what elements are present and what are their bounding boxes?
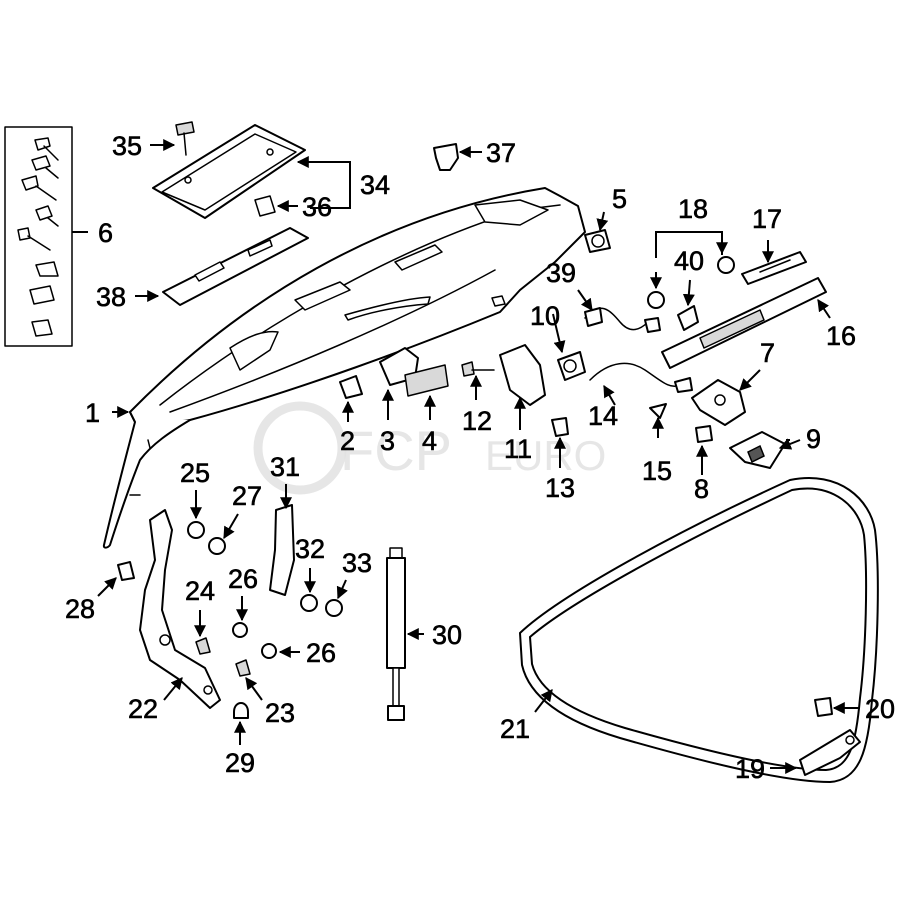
bumper-18[interactable] (647, 256, 735, 309)
nut-8[interactable] (695, 425, 713, 443)
striker-9[interactable] (729, 431, 786, 469)
callout-39: 39 (546, 258, 576, 288)
leader-lines (72, 139, 860, 774)
screw-35[interactable] (175, 121, 195, 156)
callout-13: 13 (545, 473, 575, 503)
callout-16: 16 (826, 321, 856, 351)
fastener-kit[interactable] (4, 126, 73, 347)
callout-22: 22 (128, 694, 158, 724)
gas-strut-30[interactable] (386, 547, 406, 721)
callout-37: 37 (486, 138, 516, 168)
callout-10: 10 (530, 301, 560, 331)
bracket-11[interactable] (499, 344, 546, 406)
watermark-brand: FCP (340, 419, 452, 482)
weatherstrip-21[interactable] (518, 477, 879, 784)
callout-17: 17 (752, 204, 782, 234)
callout-36: 36 (302, 192, 332, 222)
callout-38: 38 (96, 282, 126, 312)
nut-33[interactable] (325, 599, 343, 617)
callout-30: 30 (432, 620, 462, 650)
cap-29[interactable] (233, 702, 249, 719)
trunk-lid[interactable] (102, 187, 586, 549)
callout-40: 40 (674, 246, 704, 276)
callout-11: 11 (504, 434, 532, 464)
callout-28: 28 (65, 594, 95, 624)
callout-7: 7 (760, 338, 775, 368)
bushing-26b[interactable] (261, 643, 277, 659)
callout-6: 6 (98, 218, 113, 248)
callout-18: 18 (678, 194, 708, 224)
bumper-2[interactable] (339, 375, 363, 399)
garnish-16[interactable] (661, 277, 827, 369)
bolt-24[interactable] (195, 637, 211, 655)
callout-labels: 1 2 3 4 5 6 7 8 9 10 11 12 13 14 15 16 1… (65, 131, 896, 785)
clip-40[interactable] (677, 305, 699, 331)
callout-25: 25 (180, 458, 210, 488)
callout-24: 24 (185, 576, 215, 606)
clip-13[interactable] (551, 417, 569, 437)
nut-32[interactable] (300, 594, 318, 612)
callout-5: 5 (612, 184, 627, 214)
callout-26a: 26 (228, 564, 258, 594)
callout-20: 20 (865, 694, 895, 724)
clip-20[interactable] (814, 697, 833, 717)
bracket-19[interactable] (799, 729, 861, 776)
pad-4[interactable] (404, 364, 449, 397)
callout-26b: 26 (306, 638, 336, 668)
callout-2: 2 (340, 426, 355, 456)
callout-14: 14 (588, 401, 618, 431)
callout-12: 12 (462, 406, 492, 436)
bumper-37[interactable] (433, 143, 459, 171)
callout-35: 35 (112, 131, 142, 161)
callout-29: 29 (225, 748, 255, 778)
bushing-27[interactable] (208, 537, 226, 555)
bushing-25[interactable] (187, 521, 205, 539)
bolt-23[interactable] (235, 659, 251, 677)
callout-23: 23 (265, 698, 295, 728)
handle-17[interactable] (741, 251, 807, 285)
license-plate-bracket[interactable] (152, 124, 306, 219)
callout-4: 4 (422, 426, 437, 456)
actuator-10[interactable] (557, 351, 586, 381)
callout-21: 21 (500, 714, 530, 744)
bolt-12[interactable] (461, 361, 495, 377)
sensor-5[interactable] (584, 229, 611, 253)
hinge-22[interactable] (139, 509, 221, 709)
cable-14[interactable] (589, 362, 693, 393)
harness-39[interactable] (584, 307, 661, 333)
callout-31: 31 (270, 452, 300, 482)
lock-7[interactable] (691, 379, 746, 426)
callout-1: 1 (85, 398, 100, 428)
callout-32: 32 (295, 534, 325, 564)
callout-33: 33 (342, 548, 372, 578)
callout-34: 34 (360, 170, 390, 200)
callout-27: 27 (232, 481, 262, 511)
watermark-suffix: EURO (485, 432, 606, 479)
callout-3: 3 (380, 426, 395, 456)
callout-8: 8 (694, 474, 709, 504)
bracket-31[interactable] (269, 504, 295, 596)
watermark: FCP EURO (253, 401, 606, 495)
clip-36[interactable] (254, 195, 276, 217)
callout-19: 19 (735, 754, 765, 784)
bumper-28[interactable] (117, 561, 135, 581)
callout-15: 15 (642, 456, 672, 486)
trim-strip-38[interactable] (162, 227, 309, 306)
callout-9: 9 (806, 424, 821, 454)
clip-15[interactable] (649, 403, 667, 419)
bushing-26a[interactable] (232, 622, 248, 638)
